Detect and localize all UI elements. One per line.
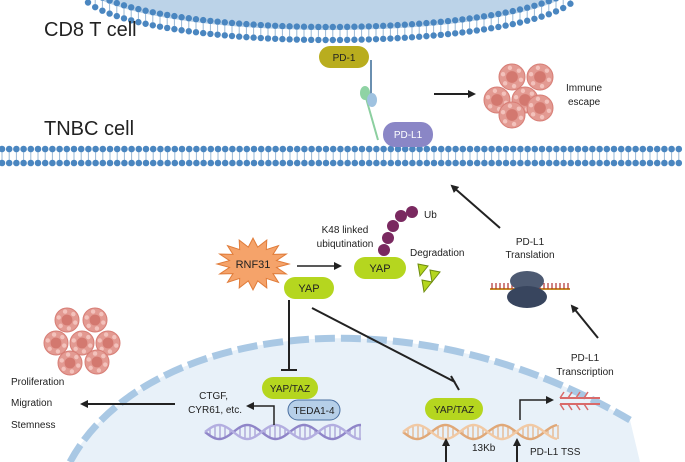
tead: TEDA1-4 — [287, 399, 341, 421]
pdl1-transcription-label-1: PD-L1 — [571, 353, 600, 364]
pdl1-ligand: PD-L1 — [383, 122, 433, 147]
degradation-fragments — [417, 263, 441, 294]
tead-label: TEDA1-4 — [293, 406, 335, 417]
yaptaz-right-label: YAP/TAZ — [434, 405, 474, 416]
pdl1-tss-label: PD-L1 TSS — [530, 447, 581, 458]
rnf31-ligase: RNF31 — [215, 237, 291, 291]
ub-label: Ub — [424, 210, 437, 221]
pd1-label: PD-1 — [333, 53, 356, 64]
arrow-transcription-to-translation — [570, 304, 599, 339]
tumor-cell-cluster-left — [43, 307, 121, 376]
rnf31-label: RNF31 — [236, 259, 271, 271]
yaptaz-right: YAP/TAZ — [425, 398, 483, 420]
pd1-receptor: PD-1 — [319, 46, 369, 68]
escape-label: escape — [568, 97, 601, 108]
yap-free: YAP — [284, 277, 334, 299]
pdl1-transcription-label-2: Transcription — [556, 367, 613, 378]
dna-left — [204, 423, 362, 441]
yap-free-label: YAP — [298, 283, 319, 295]
dna-right — [402, 423, 559, 441]
k48-label-1: K48 linked — [322, 225, 369, 236]
tnbc-membrane — [0, 145, 683, 167]
inhibition-yap-to-left — [281, 300, 297, 371]
ub-chain — [378, 206, 418, 256]
ctgf-label: CTGF, — [199, 391, 228, 402]
pdl1-label: PD-L1 — [394, 130, 423, 141]
tnbc-cell-label: TNBC cell — [44, 118, 134, 140]
cd8-membrane — [84, 0, 574, 44]
k48-label-2: ubiqutination — [317, 239, 374, 250]
yaptaz-left-label: YAP/TAZ — [270, 384, 310, 395]
tumor-cell-cluster-top — [483, 63, 554, 129]
degradation-label: Degradation — [410, 248, 464, 259]
arrow-translation-to-membrane — [450, 184, 501, 229]
cyr61-label: CYR61, etc. — [188, 405, 242, 416]
cd8-cell-label: CD8 T cell — [44, 19, 137, 41]
yaptaz-left: YAP/TAZ — [262, 377, 318, 399]
migration-label: Migration — [11, 398, 52, 409]
ribosome-translation — [490, 271, 570, 308]
immune-label: Immune — [566, 83, 603, 94]
yap-bound-label: YAP — [369, 263, 390, 275]
yap-ubiquitinated: YAP — [354, 257, 406, 279]
arrow-target-genes — [246, 402, 275, 425]
pdl1-translation-label-1: PD-L1 — [516, 237, 545, 248]
pdl1-translation-label-2: Translation — [505, 250, 554, 261]
proliferation-label: Proliferation — [11, 377, 64, 388]
cd8-t-cell — [84, 0, 574, 44]
nucleus — [66, 334, 640, 462]
tss-arrow — [519, 396, 554, 420]
kb-label: 13Kb — [472, 443, 496, 454]
pd1-pdl1-complex — [360, 60, 379, 141]
pdl1-mrna-transcript — [559, 391, 600, 411]
stemness-label: Stemness — [11, 420, 55, 431]
inhibition-yap-to-right — [311, 307, 460, 391]
